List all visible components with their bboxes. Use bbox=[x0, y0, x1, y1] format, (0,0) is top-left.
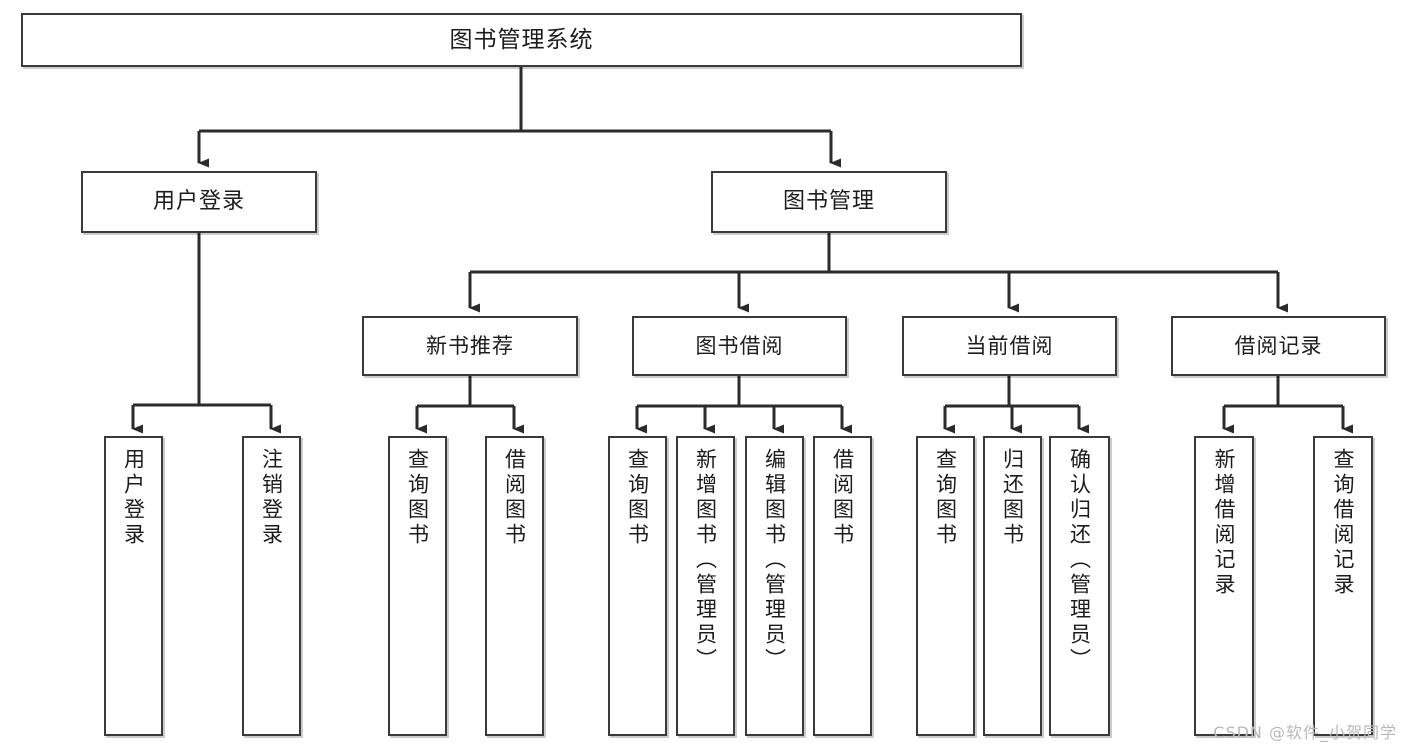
node-leaf-borrow-book[interactable]: 借阅图书 bbox=[813, 436, 872, 736]
node-label: 编辑图书（管理员） bbox=[762, 448, 787, 673]
node-leaf-user-login[interactable]: 用户登录 bbox=[104, 436, 163, 736]
node-label: 归还图书 bbox=[1000, 448, 1025, 548]
node-user-login[interactable]: 用户登录 bbox=[81, 171, 317, 233]
node-leaf-query-book-recommend[interactable]: 查询图书 bbox=[388, 436, 447, 736]
csdn-watermark: CSDN @软件_小贺同学 bbox=[1213, 723, 1397, 742]
node-book-borrow[interactable]: 图书借阅 bbox=[632, 316, 847, 376]
node-label: 查询图书 bbox=[933, 448, 958, 548]
node-label: 确认归还（管理员） bbox=[1067, 448, 1092, 673]
node-label: 注销登录 bbox=[259, 448, 284, 548]
node-leaf-edit-book-admin[interactable]: 编辑图书（管理员） bbox=[745, 436, 804, 736]
node-root-library-system[interactable]: 图书管理系统 bbox=[21, 13, 1022, 67]
node-label: 图书借阅 bbox=[695, 333, 784, 358]
node-leaf-add-book-admin[interactable]: 新增图书（管理员） bbox=[676, 436, 735, 736]
node-label: 当前借阅 bbox=[965, 333, 1054, 358]
node-leaf-logout[interactable]: 注销登录 bbox=[242, 436, 301, 736]
node-leaf-add-borrow-record[interactable]: 新增借阅记录 bbox=[1194, 436, 1254, 736]
node-leaf-query-borrow-record[interactable]: 查询借阅记录 bbox=[1313, 436, 1373, 736]
node-book-management[interactable]: 图书管理 bbox=[711, 171, 947, 233]
node-leaf-query-book-current[interactable]: 查询图书 bbox=[916, 436, 975, 736]
node-leaf-confirm-return-admin[interactable]: 确认归还（管理员） bbox=[1049, 436, 1110, 736]
node-label: 图书管理 bbox=[782, 189, 875, 215]
node-label: 借阅图书 bbox=[830, 448, 855, 548]
node-label: 借阅记录 bbox=[1234, 333, 1323, 358]
node-leaf-borrow-book-recommend[interactable]: 借阅图书 bbox=[485, 436, 544, 736]
node-label: 新书推荐 bbox=[426, 333, 514, 358]
node-label: 新增借阅记录 bbox=[1212, 448, 1237, 598]
node-label: 查询借阅记录 bbox=[1331, 448, 1356, 598]
node-leaf-query-book-borrow[interactable]: 查询图书 bbox=[608, 436, 667, 736]
node-label: 新增图书（管理员） bbox=[693, 448, 718, 673]
node-borrow-record[interactable]: 借阅记录 bbox=[1171, 316, 1386, 376]
node-label: 查询图书 bbox=[625, 448, 650, 548]
node-current-borrow[interactable]: 当前借阅 bbox=[902, 316, 1117, 376]
node-label: 查询图书 bbox=[405, 448, 430, 548]
node-label: 用户登录 bbox=[152, 189, 245, 215]
node-leaf-return-book[interactable]: 归还图书 bbox=[983, 436, 1042, 736]
node-label: 借阅图书 bbox=[502, 448, 527, 548]
node-label: 用户登录 bbox=[121, 448, 146, 548]
node-new-book-recommend[interactable]: 新书推荐 bbox=[362, 316, 578, 376]
node-label: 图书管理系统 bbox=[449, 26, 594, 53]
